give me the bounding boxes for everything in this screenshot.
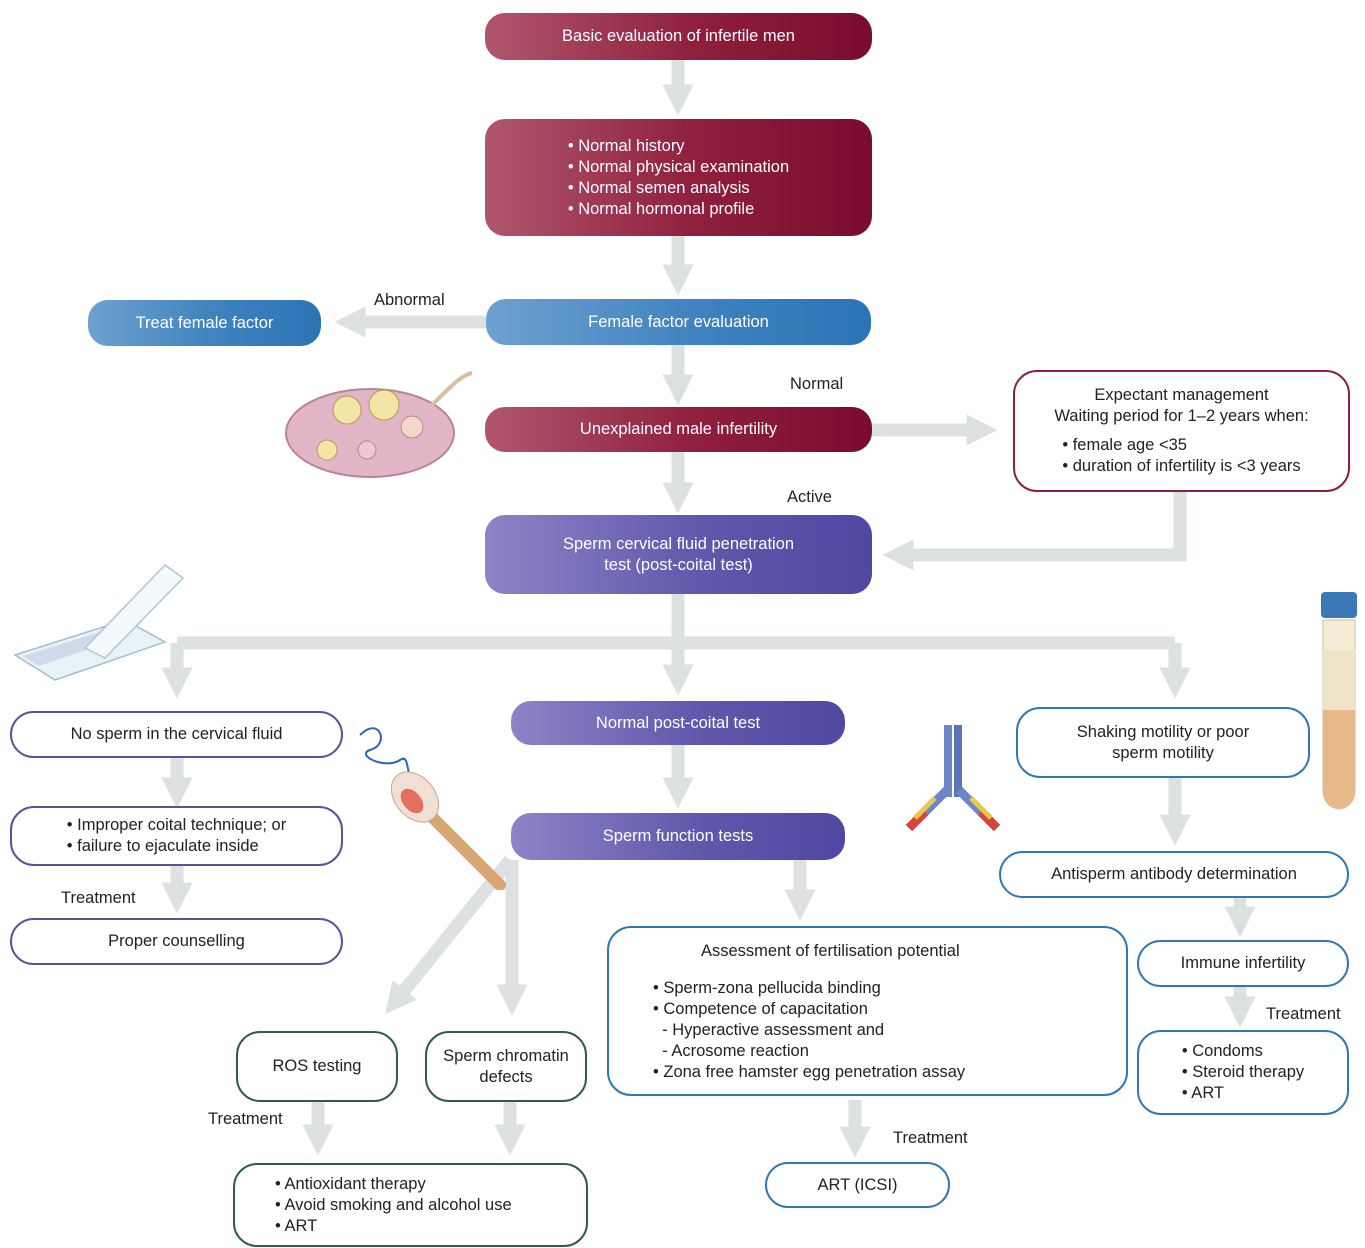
unexplained-infertility-label: Unexplained male infertility — [579, 420, 778, 438]
ros-testing-box: ROS testing — [236, 1031, 398, 1102]
coital-technique-box: • Improper coital technique; or • failur… — [10, 806, 343, 866]
antisperm-antibody-box: Antisperm antibody determination — [999, 851, 1349, 898]
antibody-illustration — [905, 725, 1001, 832]
sperm-function-tests-box: Sperm function tests — [511, 813, 845, 860]
immune-infertility-label: Immune infertility — [1180, 954, 1306, 972]
avoid-smoking-item: • Avoid smoking and alcohol use — [275, 1195, 512, 1214]
unexplained-infertility-box: Unexplained male infertility — [485, 407, 872, 452]
art-icsi-label: ART (ICSI) — [817, 1175, 898, 1194]
chromatin-line-1: Sperm chromatin — [443, 1046, 569, 1065]
normal-findings-box: • Normal history • Normal physical exami… — [485, 119, 872, 236]
immune-art-item: • ART — [1181, 1084, 1225, 1102]
expectant-list: • female age <35 • duration of infertili… — [1062, 435, 1300, 477]
proper-counselling-box: Proper counselling — [10, 918, 343, 965]
abnormal-label: Abnormal — [374, 291, 445, 309]
treatment-label-counselling: Treatment — [61, 889, 136, 907]
expectant-age-item: • female age <35 — [1062, 436, 1187, 454]
steroid-item: • Steroid therapy — [1181, 1063, 1305, 1081]
fertilisation-list: • Sperm-zona pellucida binding • Compete… — [653, 978, 965, 1083]
sperm-function-tests-label: Sperm function tests — [602, 827, 754, 845]
normal-exam-item: • Normal physical examination — [567, 157, 790, 176]
acrosome-item: - Acrosome reaction — [653, 1042, 809, 1060]
chromatin-line-2: defects — [479, 1067, 533, 1086]
treat-female-factor-box: Treat female factor — [88, 300, 321, 346]
condoms-item: • Condoms — [1181, 1042, 1263, 1060]
normal-hormonal-item: • Normal hormonal profile — [567, 199, 755, 218]
basic-evaluation-label: Basic evaluation of infertile men — [562, 27, 795, 45]
ovary-illustration — [285, 371, 473, 478]
immune-treatment-box: • Condoms • Steroid therapy • ART — [1137, 1030, 1349, 1115]
shaking-line-1: Shaking motility or poor — [1076, 722, 1250, 741]
glass-slide-illustration — [13, 564, 185, 681]
antioxidant-list: • Antioxidant therapy • Avoid smoking an… — [275, 1174, 512, 1237]
post-coital-test-box: Sperm cervical fluid penetration test (p… — [485, 515, 872, 594]
antisperm-antibody-label: Antisperm antibody determination — [1051, 865, 1297, 883]
female-factor-evaluation-label: Female factor evaluation — [588, 312, 769, 331]
no-sperm-box: No sperm in the cervical fluid — [10, 711, 343, 758]
female-factor-evaluation-box: Female factor evaluation — [486, 299, 871, 345]
treatment-label-immune: Treatment — [1266, 1005, 1341, 1023]
basic-evaluation-box: Basic evaluation of infertile men — [485, 13, 872, 60]
capacitation-item: • Competence of capacitation — [653, 1000, 868, 1018]
treatment-label-ros: Treatment — [208, 1110, 283, 1128]
post-coital-line-1: Sperm cervical fluid penetration — [562, 534, 795, 553]
coital-list: • Improper coital technique; or • failur… — [67, 815, 286, 857]
shaking-motility-box: Shaking motility or poor sperm motility — [1016, 707, 1310, 778]
treat-female-factor-label: Treat female factor — [135, 313, 274, 332]
hamster-egg-item: • Zona free hamster egg penetration assa… — [653, 1063, 966, 1081]
expectant-title: Expectant management — [1094, 386, 1269, 404]
normal-semen-item: • Normal semen analysis — [567, 178, 750, 197]
no-sperm-label: No sperm in the cervical fluid — [70, 725, 283, 743]
hyperactive-item: - Hyperactive assessment and — [653, 1021, 885, 1039]
normal-post-coital-label: Normal post-coital test — [595, 713, 761, 732]
immune-treatment-list: • Condoms • Steroid therapy • ART — [1182, 1041, 1304, 1104]
fertilisation-potential-box: Assessment of fertilisation potential • … — [607, 926, 1128, 1096]
normal-history-item: • Normal history — [567, 136, 685, 155]
test-tube-illustration — [1321, 592, 1357, 810]
antioxidant-therapy-box: • Antioxidant therapy • Avoid smoking an… — [233, 1163, 588, 1247]
normal-findings-list: • Normal history • Normal physical exami… — [568, 136, 789, 220]
arrow-expectant-to-pct — [882, 492, 1187, 571]
sperm-chromatin-box: Sperm chromatin defects — [425, 1031, 587, 1102]
ejaculation-item: • failure to ejaculate inside — [66, 837, 259, 855]
shaking-line-2: sperm motility — [1112, 743, 1214, 762]
fertilisation-title: Assessment of fertilisation potential — [701, 942, 960, 960]
expectant-subtitle: Waiting period for 1–2 years when: — [1054, 407, 1309, 425]
immune-infertility-box: Immune infertility — [1137, 940, 1349, 987]
antioxidant-item: • Antioxidant therapy — [275, 1174, 426, 1193]
active-label: Active — [787, 488, 832, 506]
proper-counselling-label: Proper counselling — [108, 932, 245, 950]
expectant-duration-item: • duration of infertility is <3 years — [1062, 457, 1301, 475]
zona-binding-item: • Sperm-zona pellucida binding — [653, 979, 881, 997]
expectant-management-box: Expectant management Waiting period for … — [1013, 370, 1350, 492]
ros-testing-label: ROS testing — [272, 1057, 362, 1075]
ros-art-item: • ART — [275, 1216, 318, 1235]
cotton-swab-illustration — [359, 727, 506, 890]
treatment-label-art: Treatment — [893, 1129, 968, 1147]
post-coital-line-2: test (post-coital test) — [604, 555, 753, 574]
normal-post-coital-box: Normal post-coital test — [511, 701, 845, 745]
improper-technique-item: • Improper coital technique; or — [66, 816, 287, 834]
normal-label: Normal — [790, 375, 844, 393]
art-icsi-box: ART (ICSI) — [765, 1162, 950, 1208]
